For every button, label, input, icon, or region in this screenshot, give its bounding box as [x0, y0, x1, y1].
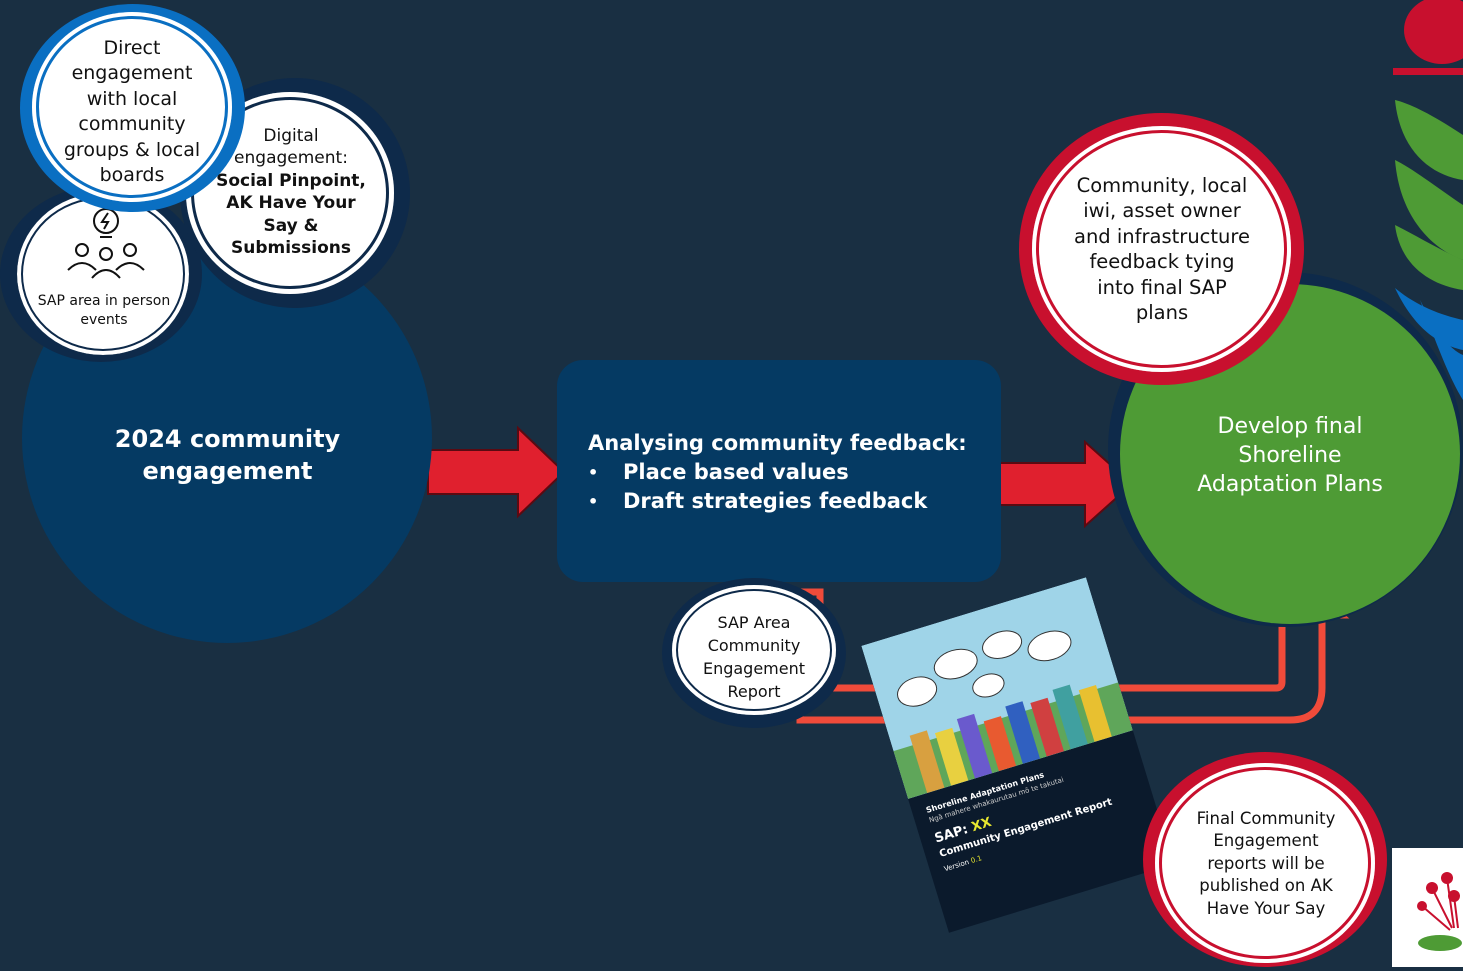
feedback-circle [1032, 126, 1291, 372]
red-bar-decoration [1393, 68, 1463, 75]
report-cover-image: Shoreline Adaptation Plans Ngā mahere wh… [861, 577, 1174, 933]
feedback-label: Community, local iwi, asset owner and in… [1074, 173, 1250, 325]
analysis-bullet-text: Draft strategies feedback [623, 489, 928, 513]
digital-label: Digital engagement: Social Pinpoint, AK … [212, 104, 370, 280]
direct-circle [32, 12, 232, 202]
analysis-bullet: •Draft strategies feedback [588, 487, 988, 516]
direct-label: Direct engagement with local community g… [63, 36, 201, 187]
final-plans-label: Develop final Shoreline Adaptation Plans [1197, 413, 1383, 497]
digital-platforms: Social Pinpoint, AK Have Your Say & Subm… [216, 170, 366, 259]
published-label: Final Community Engagement reports will … [1196, 808, 1336, 918]
report-cover-illustration [861, 577, 1133, 799]
analysis-bullet-text: Place based values [623, 460, 849, 484]
red-dot-decoration [1404, 0, 1463, 64]
analysis-bullet: •Place based values [588, 458, 988, 487]
logo-badge [1392, 848, 1463, 967]
people-speech-bubbles-illustration [893, 630, 1133, 799]
analysis-box [557, 360, 1001, 582]
report-circle [672, 585, 836, 715]
report-label: SAP Area Community Engagement Report [702, 613, 806, 701]
flow-arrow-1 [427, 425, 566, 519]
people-lightbulb-icon [67, 208, 145, 279]
published-circle [1155, 763, 1375, 963]
analysis-content: Analysing community feedback: •Place bas… [588, 428, 988, 516]
analysis-heading: Analysing community feedback: [588, 431, 967, 455]
engagement-label: 2024 community engagement [114, 425, 341, 485]
decorative-edge-graphic [1393, 0, 1463, 400]
leaf-decoration [1395, 100, 1463, 180]
digital-line1: Digital [263, 125, 319, 146]
logo-flower-icon [1417, 872, 1462, 951]
events-label: SAP area in person events [37, 293, 171, 328]
events-circle [14, 190, 192, 358]
digital-line2: engagement: [234, 148, 348, 168]
